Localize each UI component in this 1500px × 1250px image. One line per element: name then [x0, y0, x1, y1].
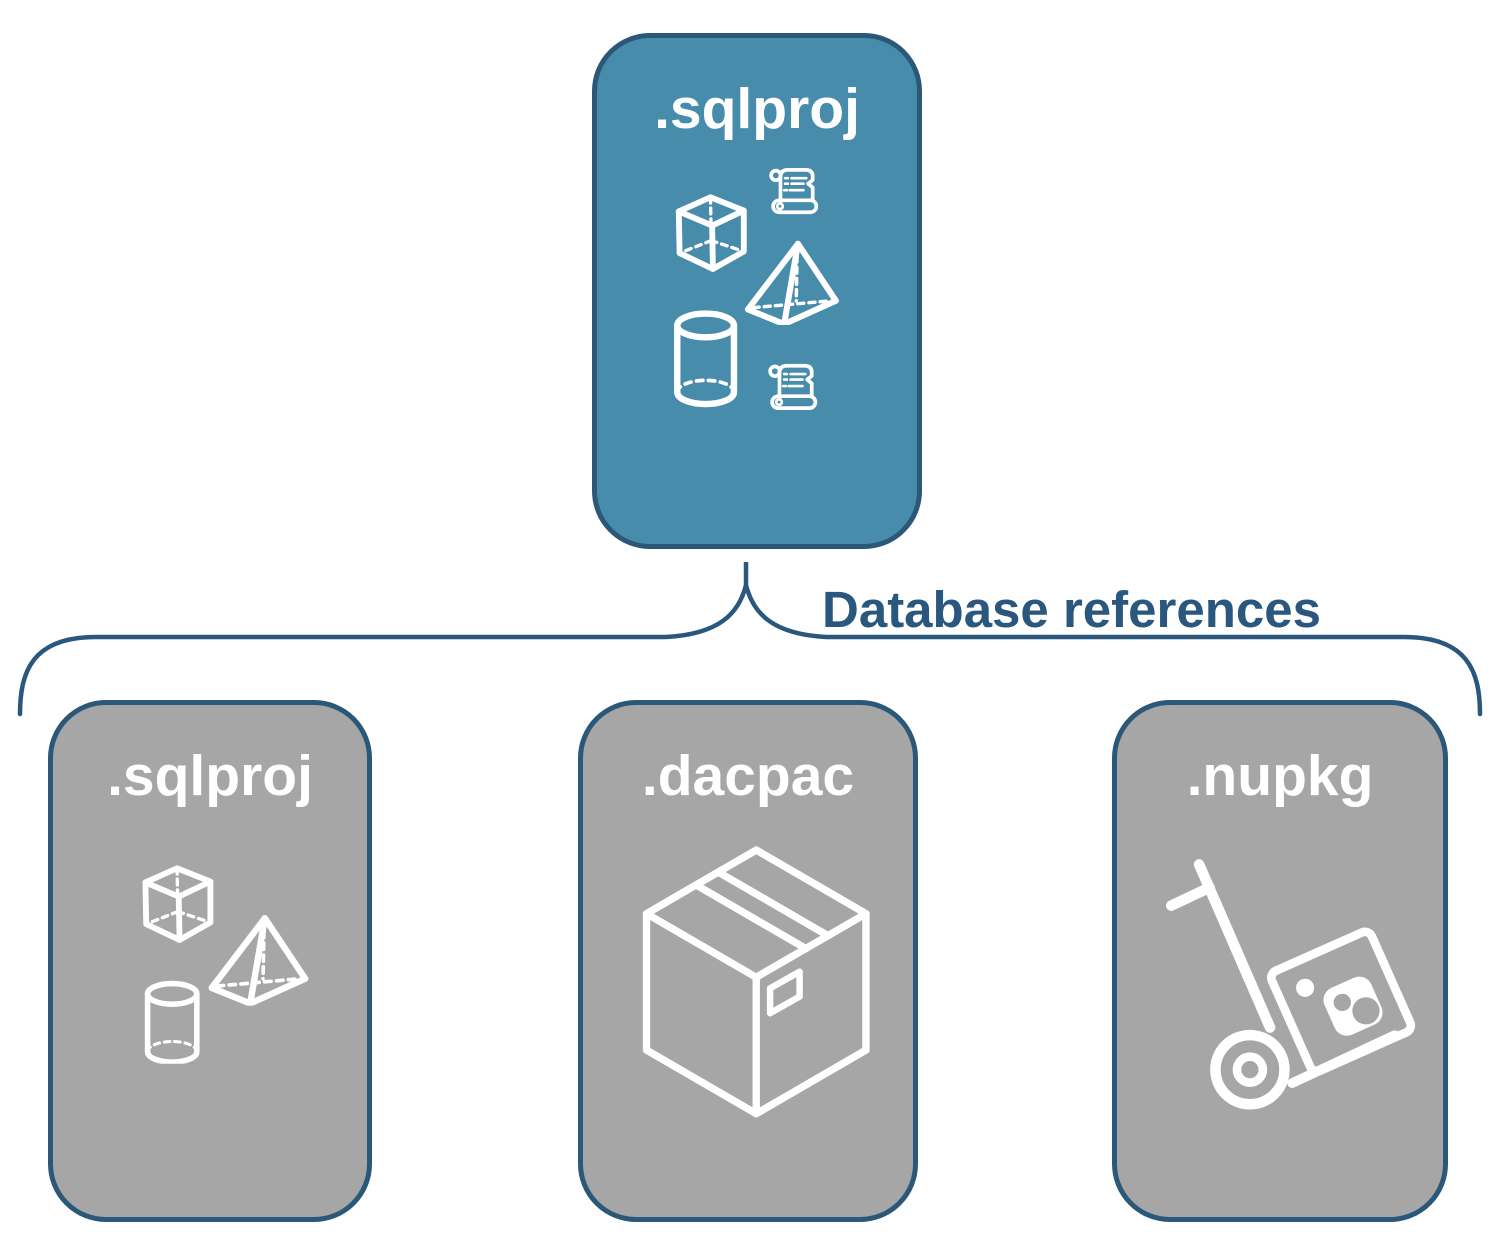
- nupkg-icon-layer: [1117, 705, 1443, 1217]
- node-root-sqlproj: .sqlproj: [592, 33, 922, 549]
- package-box-icon: [647, 850, 866, 1114]
- cylinder-icon: [148, 984, 197, 1063]
- nuget-hand-truck-icon: [1171, 864, 1413, 1104]
- root-node-title: .sqlproj: [654, 77, 860, 141]
- node-child-dacpac: .dacpac: [578, 700, 918, 1222]
- scroll-icon: [769, 168, 819, 215]
- child-node-title: .nupkg: [1186, 744, 1374, 808]
- sql-project-objects-icons: [597, 168, 917, 411]
- edge-label: Database references: [822, 581, 1321, 638]
- sql-project-objects-icons: [53, 705, 367, 1217]
- child-node-title: .sqlproj: [107, 744, 313, 808]
- dacpac-package-icon-layer: [583, 705, 913, 1217]
- node-child-nupkg: .nupkg: [1112, 700, 1448, 1222]
- scroll-icon: [768, 363, 818, 411]
- node-child-sqlproj: .sqlproj: [48, 700, 372, 1222]
- pyramid-icon: [212, 918, 305, 1003]
- child-node-title: .dacpac: [641, 744, 855, 808]
- cube-icon: [145, 868, 210, 940]
- pyramid-icon: [748, 244, 836, 324]
- cylinder-icon: [677, 314, 734, 405]
- cube-icon: [679, 197, 744, 269]
